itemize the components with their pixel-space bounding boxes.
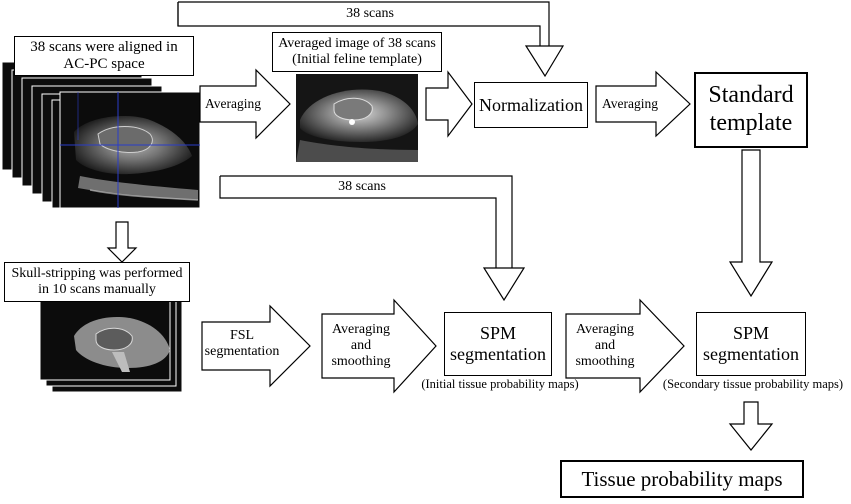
aligned-note-line2: AC-PC space (63, 56, 145, 72)
top-loop-label: 38 scans (346, 6, 394, 21)
arrow-down-final (728, 401, 774, 451)
arrow-avg-smooth-2 (565, 298, 685, 394)
aligned-scans-stack (1, 61, 201, 209)
spm-secondary-caption: (Secondary tissue probability maps) (662, 377, 844, 391)
averaged-template-image (296, 74, 418, 162)
spm-secondary-box: SPM segmentation (696, 312, 806, 376)
arrow-avg-smooth-2-label: Averaging and smoothing (568, 322, 642, 370)
arrow-averaging-2-label: Averaging (602, 96, 658, 111)
top-loop-arrowhead (524, 45, 565, 78)
arrow-to-normalization (425, 70, 473, 138)
arrow-avg-smooth-1-line2: and (350, 338, 372, 354)
standard-template-line1: Standard (708, 82, 794, 109)
arrow-averaging-1 (199, 68, 291, 140)
middle-loop-arrowhead (482, 267, 526, 302)
arrow-averaging-2 (595, 70, 691, 138)
skull-note-box: Skull-stripping was performed in 10 scan… (4, 262, 190, 302)
averaged-caption-line1: Averaged image of 38 scans (278, 35, 436, 51)
skull-note-line1: Skull-stripping was performed (11, 265, 183, 281)
spm-initial-caption: (Initial tissue probability maps) (421, 377, 579, 391)
spm-initial-line2: segmentation (450, 344, 546, 364)
spm-initial-box: SPM segmentation (444, 312, 552, 376)
arrow-fsl-line1: FSL (229, 328, 255, 343)
arrow-avg-smooth-2-line1: Averaging (575, 322, 635, 337)
arrow-fsl-label: FSL segmentation (204, 328, 280, 360)
aligned-note-box: 38 scans were aligned in AC-PC space (14, 36, 194, 76)
spm-secondary-line2: segmentation (703, 344, 799, 364)
averaged-caption-line2: (Initial feline template) (292, 52, 422, 67)
middle-loop-connector (219, 175, 513, 268)
skull-stripped-stack (39, 287, 183, 393)
arrow-avg-smooth-2-line2: and (594, 338, 616, 354)
spm-secondary-line1: SPM (732, 323, 770, 344)
arrow-averaging-1-label: Averaging (205, 96, 261, 111)
arrow-fsl (201, 304, 311, 388)
final-output-box: Tissue probability maps (560, 460, 804, 498)
arrow-down-template (728, 149, 774, 298)
arrow-avg-smooth-1-label: Averaging and smoothing (324, 322, 398, 370)
arrow-avg-smooth-2-line3: smoothing (575, 354, 635, 370)
arrow-down-stack (106, 221, 138, 263)
spm-initial-line1: SPM (479, 323, 517, 344)
aligned-note-line1: 38 scans were aligned in (30, 38, 178, 55)
top-loop-connector (177, 1, 550, 46)
arrow-avg-smooth-1-line3: smoothing (331, 354, 391, 370)
skull-note-line2: in 10 scans manually (38, 282, 156, 297)
arrow-avg-smooth-1 (321, 298, 437, 394)
normalization-box: Normalization (474, 82, 588, 128)
arrow-avg-smooth-1-line1: Averaging (331, 322, 391, 337)
arrow-fsl-line2: segmentation (204, 344, 280, 360)
averaged-caption-box: Averaged image of 38 scans (Initial feli… (272, 32, 442, 72)
standard-template-line2: template (709, 110, 793, 136)
middle-loop-label: 38 scans (338, 179, 386, 194)
standard-template-box: Standard template (694, 72, 808, 148)
